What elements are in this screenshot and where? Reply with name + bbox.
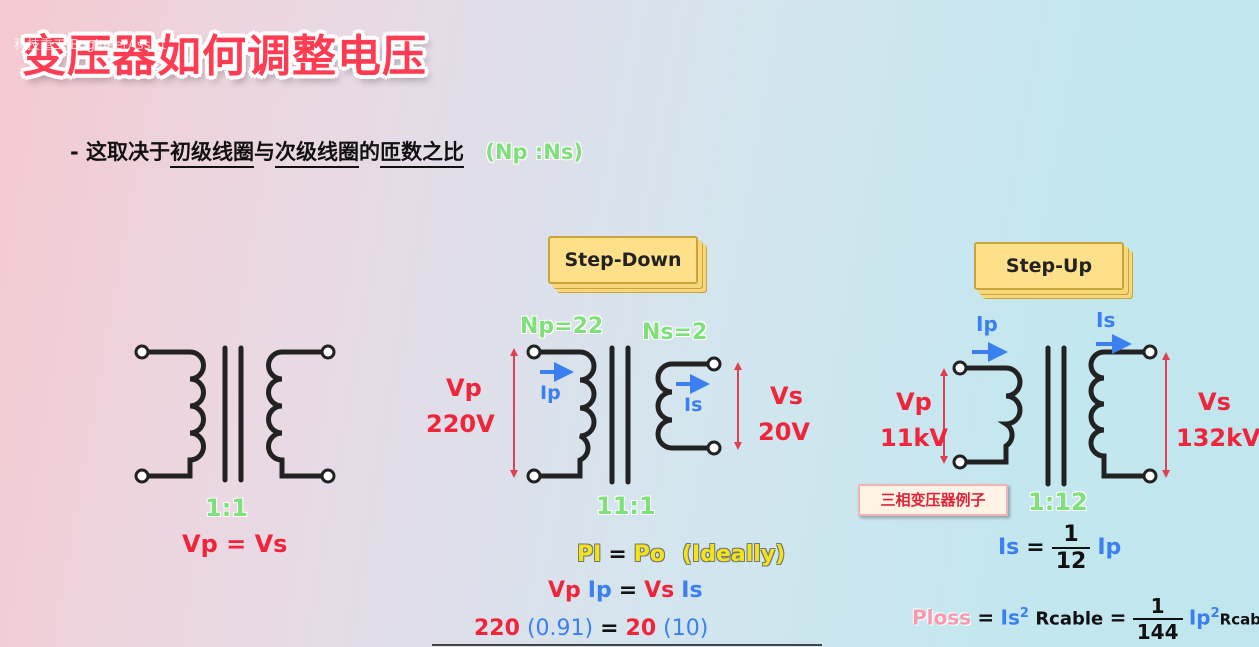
cur-fraction: 1 12 (1051, 522, 1091, 574)
intro-text-2: 与 (254, 140, 276, 164)
step-down-np: Np=22 (520, 314, 604, 339)
intro-term-turns-ratio: 匝数之比 (380, 140, 465, 168)
intro-ratio-label: (Np :Ns) (485, 140, 583, 164)
cur-eq-sign: = (1026, 535, 1045, 560)
intro-term-secondary-coil: 次级线圈 (275, 140, 360, 168)
num-i1: (0.91) (526, 616, 594, 641)
watermark: 科技重工 EngineerAssist (14, 38, 166, 53)
vi-vs: Vs (644, 578, 675, 603)
power-loss-relation: Ploss = Is2 Rcable = 1 144 Ip2Rcable (912, 594, 1259, 644)
step-up-vp-label: Vp (896, 388, 932, 416)
step-down-vp-value: 220V (426, 410, 495, 438)
num-v2: 20 (625, 616, 657, 641)
transformer-1to1 (145, 345, 325, 483)
intro-line: - 这取决于初级线圈与次级线圈的匝数之比 (Np :Ns) (70, 136, 583, 168)
num-eq-sign: = (600, 616, 619, 641)
example-badge: 三相变压器例子 (858, 484, 1008, 516)
numeric-equality: 220 (0.91) = 20 (10) (474, 616, 708, 641)
num-v1: 220 (474, 616, 520, 641)
ploss-frac-num: 1 (1132, 594, 1183, 620)
cur-frac-den: 12 (1055, 549, 1087, 574)
ploss-eq-sign: = (977, 605, 995, 630)
step-down-vs-value: 20V (758, 418, 810, 446)
cur-ip: Ip (1097, 535, 1122, 560)
step-up-vs-label: Vs (1198, 388, 1231, 416)
vi-ip: Ip (587, 578, 612, 603)
step-up-ip-label: Ip (976, 312, 998, 336)
transformer-step-down (537, 345, 711, 485)
transformer-step-up (963, 345, 1147, 487)
ploss-ip: Ip (1188, 605, 1211, 630)
num-i2: (10) (663, 616, 709, 641)
power-equality: PI = Po (Ideally) (577, 542, 785, 567)
intro-term-primary-coil: 初级线圈 (170, 140, 255, 168)
ploss-is: Is (1000, 605, 1020, 630)
step-up-vs-value: 132kV (1176, 424, 1259, 452)
step-up-tag: Step-Up (974, 242, 1124, 290)
page-title: 变压器如何调整电压 (22, 31, 427, 82)
ratio-1to1: 1:1 (205, 494, 248, 522)
intro-text-3: 的 (359, 140, 381, 164)
step-down-ns: Ns=2 (642, 320, 708, 345)
power-input: PI (577, 542, 602, 567)
vi-vp: Vp (548, 578, 581, 603)
cur-frac-num: 1 (1051, 522, 1091, 549)
ploss-ip-exp: 2 (1210, 605, 1220, 621)
power-output: Po (633, 542, 665, 567)
step-down-tag: Step-Down (548, 236, 698, 284)
vi-equality: Vp Ip = Vs Is (548, 578, 703, 603)
step-down-ip-label: Ip (540, 382, 561, 404)
ploss-rcable: Rcable (1035, 608, 1104, 630)
vi-eq-sign: = (618, 578, 638, 603)
ploss-eq-sign-2: = (1109, 605, 1127, 630)
intro-dash: - (70, 140, 87, 164)
power-ideally: (Ideally) (682, 542, 786, 567)
intro-text-1: 这取决于 (86, 140, 171, 164)
step-down-vp-label: Vp (446, 374, 482, 402)
step-up-ratio: 1:12 (1028, 488, 1088, 516)
ploss-is-exp: 2 (1019, 605, 1029, 621)
step-down-is-label: Is (684, 394, 703, 416)
step-up-is-label: Is (1096, 308, 1116, 332)
cur-is: Is (998, 535, 1020, 560)
current-relation: Is = 1 12 Ip (998, 522, 1121, 574)
ploss-frac-den: 144 (1136, 620, 1179, 644)
ploss-rcable-2: Rcable (1219, 610, 1259, 629)
relation-vp-vs: Vp = Vs (182, 530, 288, 558)
step-up-vp-value: 11kV (880, 424, 948, 452)
power-eq-sign: = (608, 542, 627, 567)
vi-is: Is (681, 578, 703, 603)
ploss-label: Ploss (912, 605, 972, 630)
step-down-vs-label: Vs (770, 382, 803, 410)
step-down-ratio: 11:1 (596, 492, 656, 520)
ploss-fraction: 1 144 (1132, 594, 1183, 644)
